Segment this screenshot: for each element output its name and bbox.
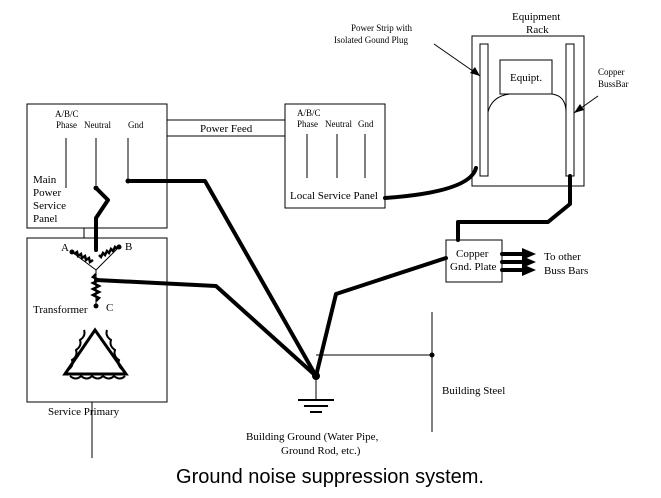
delta-coil-left: [67, 329, 86, 371]
copper-bussbar-arrowhead: [574, 104, 584, 113]
equipt-to-strip-cord: [487, 93, 511, 113]
wye-coil-b: [98, 244, 118, 260]
delta-primary-winding: [62, 327, 129, 376]
main-panel-label-2: Power: [33, 187, 61, 199]
building-ground-label-1: Building Ground (Water Pipe,: [246, 431, 379, 443]
main-panel-label-4: Panel: [33, 213, 57, 225]
service-primary-label: Service Primary: [48, 406, 120, 418]
power-feed-label: Power Feed: [200, 123, 253, 135]
copper-gnd-plate-box: [445, 239, 503, 283]
copper-bussbar-bar: [565, 43, 575, 177]
node-a-label: A: [61, 242, 69, 254]
power-strip-label-2: Isolated Gound Plug: [334, 35, 408, 45]
transformer-gnd-conductor: [94, 278, 318, 378]
to-other-label-1: To other: [544, 251, 581, 263]
buss-arrowhead-2: [522, 256, 536, 268]
local-service-panel-label: Local Service Panel: [290, 190, 378, 202]
local-service-panel-box: [284, 103, 386, 209]
ground-node: [312, 372, 320, 380]
copper-bussbar-label-1: Copper: [598, 67, 625, 77]
building-ground-label-2: Ground Rod, etc.): [281, 445, 361, 457]
neutral-bond-strap: [94, 186, 110, 252]
power-strip-label-1: Power Strip with: [351, 23, 413, 33]
main-phase-label: Phase: [56, 120, 77, 130]
equipt-to-bussbar-strap: [551, 93, 567, 113]
equipment-rack-box: [471, 35, 585, 187]
main-panel-label-1: Main: [33, 174, 57, 186]
local-phase-header: A/B/C: [297, 108, 321, 118]
power-strip-bar: [479, 43, 489, 177]
node-b-label: B: [125, 241, 132, 253]
buss-arrowhead-3: [522, 264, 536, 276]
main-power-service-panel-box: [26, 103, 168, 229]
transformer-box: [26, 237, 168, 403]
main-gnd-label: Gnd: [128, 120, 144, 130]
wye-coil-a: [73, 249, 94, 265]
building-steel-label: Building Steel: [442, 385, 505, 397]
bussbar-to-plate: [456, 174, 572, 242]
copper-gnd-plate-label-1: Copper: [456, 248, 489, 260]
node-c-label: C: [106, 302, 113, 314]
steel-bond-node: [429, 352, 435, 358]
local-panel-to-strip: [383, 166, 478, 200]
transformer-label: Transformer: [33, 304, 88, 316]
local-neutral-label: Neutral: [325, 119, 352, 129]
local-gnd-label: Gnd: [358, 119, 374, 129]
buss-arrowhead-1: [522, 248, 536, 260]
delta-coil-right: [105, 329, 124, 371]
equipment-rack-label-2: Rack: [526, 24, 549, 36]
main-panel-label-3: Service: [33, 200, 66, 212]
copper-gnd-plate-label-2: Gnd. Plate: [450, 261, 497, 273]
to-other-label-2: Buss Bars: [544, 265, 588, 277]
plate-to-building-ground: [314, 256, 448, 378]
equipment-box: [499, 59, 553, 95]
local-phase-label: Phase: [297, 119, 318, 129]
power-strip-arrowhead: [470, 67, 480, 76]
copper-bussbar-label-2: BussBar: [598, 79, 629, 89]
figure-caption: Ground noise suppression system.: [176, 466, 484, 488]
equipment-rack-label-1: Equipment: [512, 11, 560, 23]
main-gnd-conductor: [126, 179, 318, 378]
equipt-label: Equipt.: [510, 72, 542, 84]
delta-coil-bottom: [69, 374, 126, 380]
main-phase-header: A/B/C: [55, 109, 79, 119]
main-neutral-label: Neutral: [84, 120, 111, 130]
